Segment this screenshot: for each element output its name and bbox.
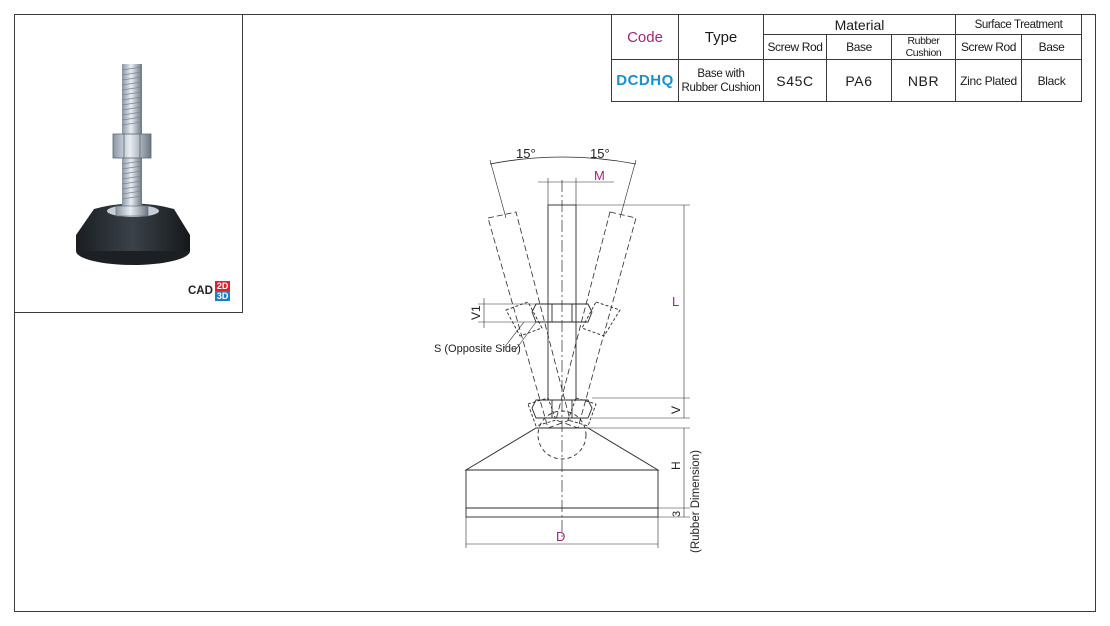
screw-rod-surface: Zinc Plated xyxy=(955,59,1022,102)
dim-V-label: V xyxy=(669,406,683,414)
cad-label: CAD xyxy=(188,285,213,297)
angle-right-label: 15° xyxy=(590,146,610,161)
material-header: Material xyxy=(763,14,956,35)
lower-nut xyxy=(531,399,593,419)
type-header: Type xyxy=(678,14,764,60)
sub-header-surface-base: Base xyxy=(1021,34,1082,60)
angle-left-label: 15° xyxy=(516,146,536,161)
rubber-cushion-material: NBR xyxy=(891,59,956,102)
type-value: Base with Rubber Cushion xyxy=(678,59,764,102)
code-header: Code xyxy=(611,14,679,60)
dim-M-label: M xyxy=(594,168,605,183)
rubber-dimension-note: (Rubber Dimension) xyxy=(690,450,702,553)
cad-3d-label: 3D xyxy=(214,291,231,301)
type-line-2: Rubber Cushion xyxy=(681,81,761,94)
product-photo-box xyxy=(14,14,243,313)
tilted-rod-right xyxy=(555,211,637,429)
leveling-foot-photo xyxy=(76,64,190,265)
type-line-1: Base with xyxy=(697,67,745,80)
dim-V1-label: V1 xyxy=(469,305,483,320)
specification-table: Code Type Material Surface Treatment Scr… xyxy=(611,14,1082,102)
tilted-rod-left xyxy=(487,211,571,429)
page-frame xyxy=(14,14,1096,612)
cad-badge[interactable]: CAD 2D 3D xyxy=(188,281,231,301)
code-value: DCDHQ xyxy=(611,59,679,102)
dim-H-label: H xyxy=(669,461,683,470)
opposite-side-note: S (Opposite Side) xyxy=(434,343,521,355)
base-material: PA6 xyxy=(826,59,892,102)
cad-2d-label: 2D xyxy=(214,281,231,291)
sub-header-screw-rod: Screw Rod xyxy=(763,34,827,60)
dim-D-label: D xyxy=(556,529,565,544)
dim-L-label: L xyxy=(672,294,679,309)
base-surface: Black xyxy=(1021,59,1082,102)
screw-rod-material: S45C xyxy=(763,59,827,102)
dim-3-label: 3 xyxy=(671,511,683,517)
sub-header-surface-screw-rod: Screw Rod xyxy=(955,34,1022,60)
upper-nut xyxy=(531,303,593,323)
